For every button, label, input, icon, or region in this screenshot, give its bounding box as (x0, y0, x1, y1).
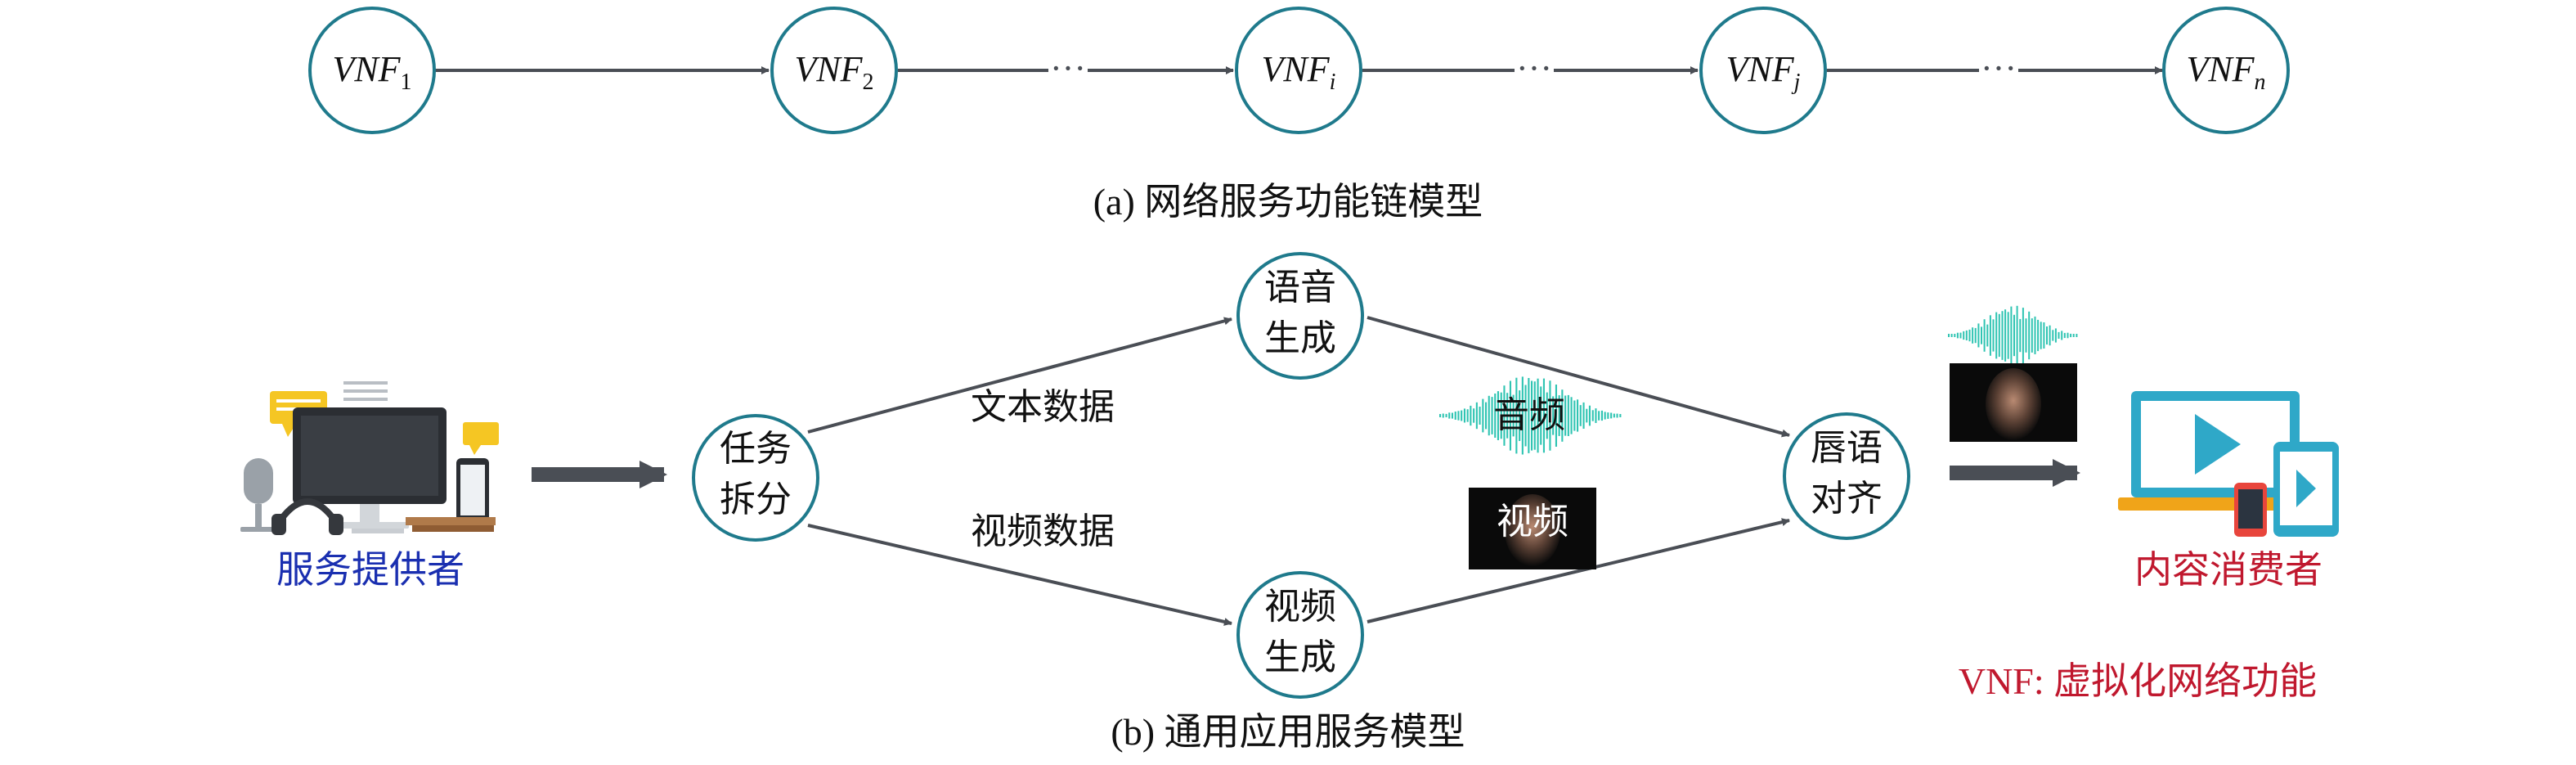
media-label-audio: 音频 (1493, 395, 1565, 435)
vnf-label-1: VNF (332, 49, 401, 89)
edge-speech-lip (1367, 316, 1790, 438)
svg-text:VNFn: VNFn (2186, 49, 2265, 95)
sfc-node-i: VNFi (1235, 7, 1362, 134)
consumer-label: 内容消费者 (2134, 549, 2322, 591)
svg-text:VNFj: VNFj (1726, 49, 1801, 95)
node-lip-align-line1: 唇语 (1811, 428, 1883, 468)
sfc-node-2: VNF2 (770, 7, 898, 134)
node-lip-align: 唇语 对齐 (1783, 412, 1910, 540)
vnf-sub-i: i (1330, 70, 1336, 95)
sfc-node-1: VNF1 (308, 7, 436, 134)
sfc-ellipsis-2: ··· (1516, 48, 1552, 88)
devices-play-icon (2118, 391, 2339, 537)
node-task-split-line2: 拆分 (720, 479, 792, 520)
vnf-sub-j: j (1792, 70, 1801, 95)
vnf-sub-1: 1 (401, 70, 412, 95)
node-video-gen-line1: 视频 (1264, 587, 1336, 627)
sfc-node-n: VNFn (2162, 7, 2290, 134)
edge-label-text-data: 文本数据 (971, 387, 1115, 427)
node-lip-align-line2: 对齐 (1811, 479, 1883, 519)
node-speech-gen-line2: 生成 (1264, 318, 1336, 358)
sfc-ellipsis-1: ··· (1050, 48, 1086, 88)
media-label-video: 视频 (1497, 502, 1568, 542)
node-video-gen-line2: 生成 (1264, 637, 1336, 677)
node-speech-gen: 语音 生成 (1236, 252, 1364, 380)
sfc-ellipsis-3: ··· (1981, 48, 2017, 88)
sfc-ellipsis-group: ··· ··· ··· (1048, 48, 2018, 88)
edge-video-lip (1367, 518, 1790, 623)
service-model: 服务提供者 文本数据 视频数据 任务 拆分 语音 生成 视频 生成 (240, 252, 2339, 753)
vnf-label-i: VNF (1262, 49, 1331, 89)
svg-text:VNF1: VNF1 (332, 49, 411, 95)
provider-label: 服务提供者 (276, 549, 464, 591)
vnf-sub-2: 2 (863, 70, 874, 95)
vnf-label-n: VNF (2186, 49, 2255, 89)
node-speech-gen-line1: 语音 (1264, 268, 1336, 308)
audio-wave-icon (1439, 376, 1622, 455)
node-video-gen: 视频 生成 (1236, 571, 1364, 699)
vnf-label-j: VNF (1726, 49, 1795, 89)
vnf-label-2: VNF (794, 49, 863, 89)
edge-label-video-data: 视频数据 (971, 511, 1115, 551)
svg-text:VNF2: VNF2 (794, 49, 873, 95)
video-frame-icon (1469, 488, 1596, 569)
node-task-split-line1: 任务 (720, 429, 792, 469)
provider-studio-icon (240, 381, 499, 535)
vnf-sub-n: n (2255, 70, 2266, 95)
sfc-node-j: VNFj (1699, 7, 1827, 134)
vnf-legend: VNF: 虚拟化网络功能 (1959, 660, 2317, 702)
output-video-frame-icon (1950, 363, 2077, 442)
sfc-chain: ··· ··· ··· VNF1 VNF2 VNFi VNFj (308, 7, 2290, 223)
service-caption: (b) 通用应用服务模型 (1111, 711, 1465, 753)
edge-split-video (807, 524, 1232, 626)
svg-text:VNFi: VNFi (1262, 49, 1336, 95)
sfc-caption: (a) 网络服务功能链模型 (1093, 181, 1483, 223)
output-audio-wave-icon (1948, 305, 2078, 366)
edge-split-speech (807, 317, 1232, 434)
node-task-split: 任务 拆分 (692, 414, 819, 542)
